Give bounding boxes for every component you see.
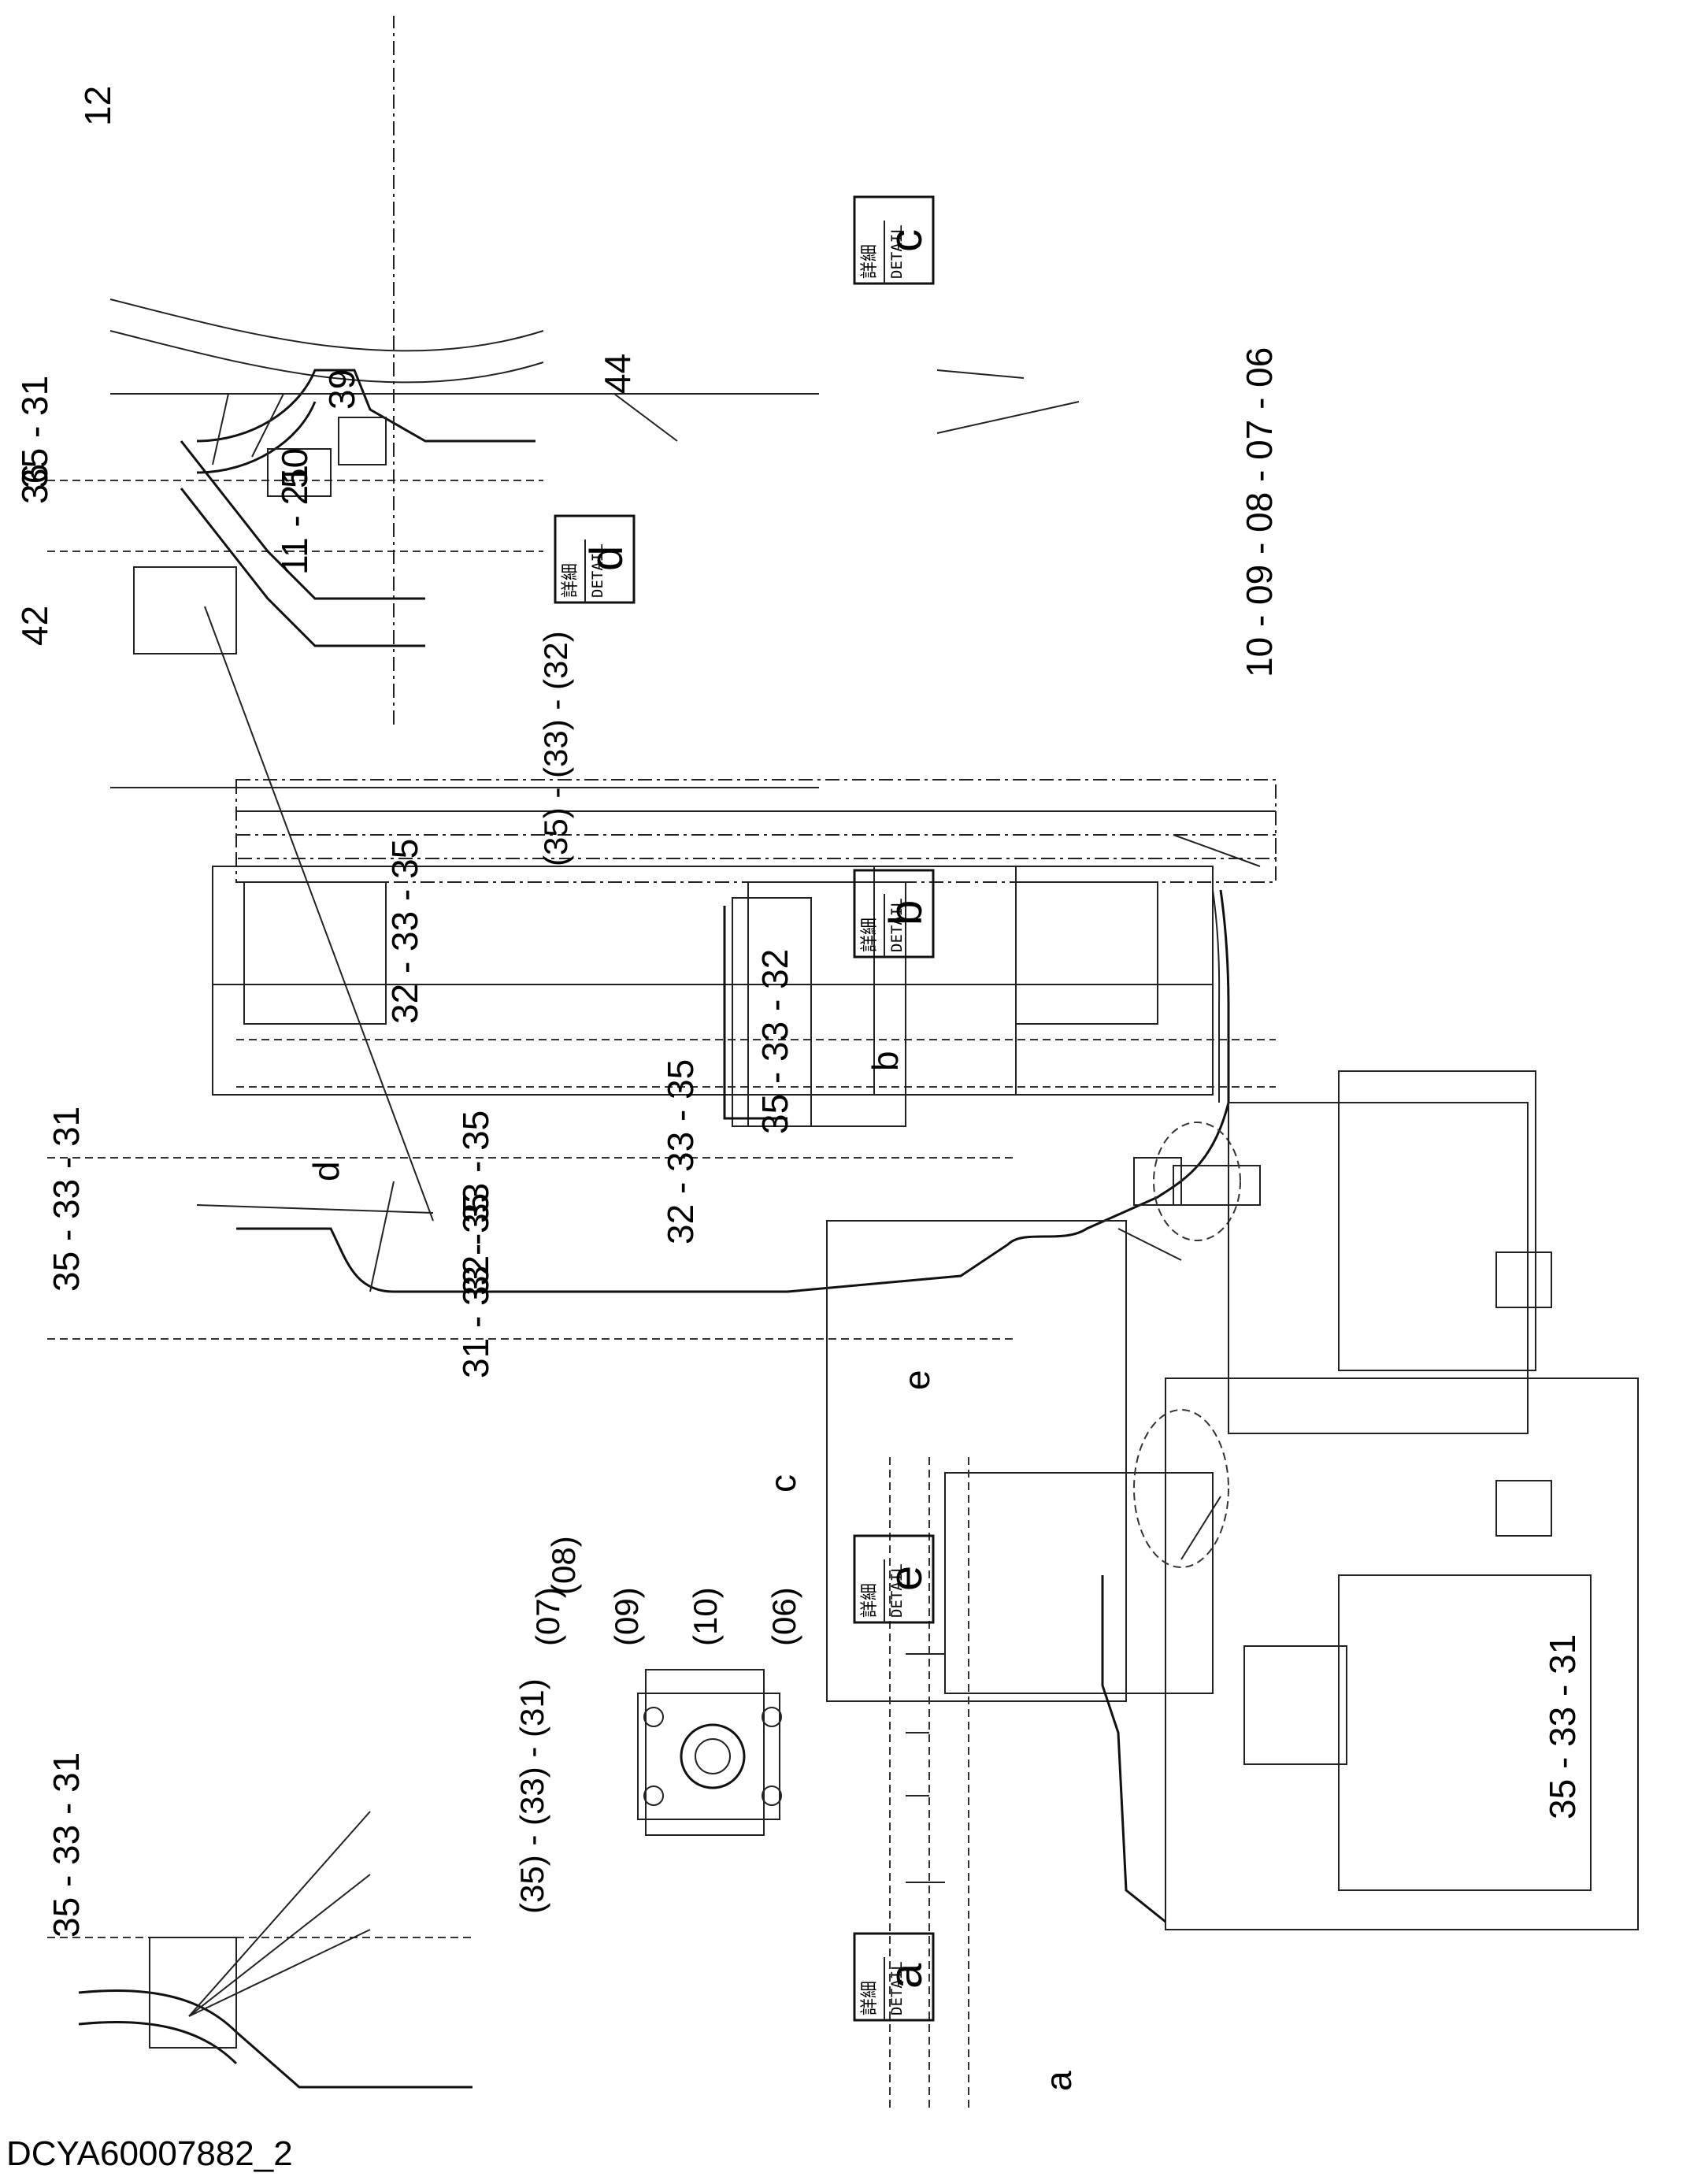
callout-35-33-31-top: 35 - 33 - 31 [46, 1107, 87, 1292]
detail-a-view [47, 1937, 472, 2089]
svg-text:b: b [880, 900, 932, 925]
callout-labels: 35 - 33 - 31 35 - 33 - 31 32 - 33 - 35 3… [14, 86, 1583, 2091]
circle-label-e: e [896, 1370, 937, 1390]
svg-text:DETAIL: DETAIL [888, 1563, 906, 1618]
detail-b-view [47, 881, 1016, 1340]
callout-32-33-35-d: 32 - 33 - 35 [455, 1111, 496, 1296]
callout-35-33-32-b: (35) - (33) - (32) [537, 631, 574, 866]
detail-box-e: 詳細 DETAIL e [853, 1534, 935, 1624]
svg-text:詳細: 詳細 [860, 244, 880, 279]
svg-text:詳細: 詳細 [561, 563, 580, 598]
callout-35-31-d: 35 - 31 [14, 376, 55, 488]
svg-text:DETAIL: DETAIL [888, 1961, 906, 2015]
svg-text:d: d [581, 546, 632, 571]
svg-text:DETAIL: DETAIL [589, 543, 606, 598]
callout-35-33-31-bottom: 35 - 33 - 31 [1542, 1634, 1583, 1819]
svg-text:c: c [880, 229, 932, 252]
callout-42: 42 [14, 606, 55, 646]
callout-10: (10) [687, 1587, 724, 1646]
callout-09: (09) [608, 1587, 645, 1646]
svg-text:詳細: 詳細 [860, 1583, 880, 1618]
detail-c-view [110, 16, 819, 788]
callout-35-33-32-bottom: 35 - 33 - 32 [754, 949, 795, 1134]
callout-10-09-08-07-06: 10 - 09 - 08 - 07 - 06 [1239, 347, 1280, 677]
svg-text:a: a [880, 1963, 932, 1989]
callout-39: 39 [321, 369, 362, 410]
callout-35-33-31-a: (35) - (33) - (31) [513, 1678, 550, 1914]
detail-d-view [47, 298, 544, 552]
detail-box-d: 詳細 DETAIL d [554, 514, 636, 604]
frame-plan-view [212, 779, 1277, 1293]
callout-36: 36 [14, 464, 55, 504]
callout-12: 12 [77, 86, 118, 126]
detail-box-a: 詳細 DETAIL a [853, 1932, 935, 2022]
svg-text:詳細: 詳細 [860, 918, 880, 952]
svg-text:詳細: 詳細 [860, 1981, 880, 2015]
machine-side-view [826, 1070, 1639, 2111]
detail-e-view [637, 1669, 782, 1836]
callout-31-33-35-d: 31 - 33 - 35 [455, 1193, 496, 1378]
svg-text:DETAIL: DETAIL [888, 224, 906, 279]
detail-box-c: 詳細 DETAIL c [853, 195, 935, 285]
callout-44: 44 [597, 354, 638, 394]
callout-08: (08) [545, 1536, 582, 1595]
callout-07: (07) [529, 1587, 566, 1646]
callout-32-33-35-right-top: 32 - 33 - 35 [384, 839, 425, 1024]
circle-label-d: d [306, 1161, 346, 1181]
circle-label-b: b [865, 1051, 906, 1071]
callout-35-33-31-left: 35 - 33 - 31 [46, 1752, 87, 1937]
leader-lines [188, 369, 1261, 2017]
detail-box-b: 詳細 DETAIL b [853, 869, 935, 959]
callout-32-33-35-right-bottom: 32 - 33 - 35 [660, 1059, 701, 1244]
circle-label-a: a [1038, 2071, 1079, 2091]
callout-11-21: 11 - 21 [274, 465, 315, 575]
drawing-code: DCYA60007882_2 [6, 2134, 293, 2173]
callout-50: 50 [274, 448, 315, 488]
svg-text:e: e [880, 1566, 932, 1591]
svg-text:DETAIL: DETAIL [888, 898, 906, 952]
callout-06: (06) [765, 1587, 802, 1646]
circle-label-c: c [762, 1474, 803, 1492]
